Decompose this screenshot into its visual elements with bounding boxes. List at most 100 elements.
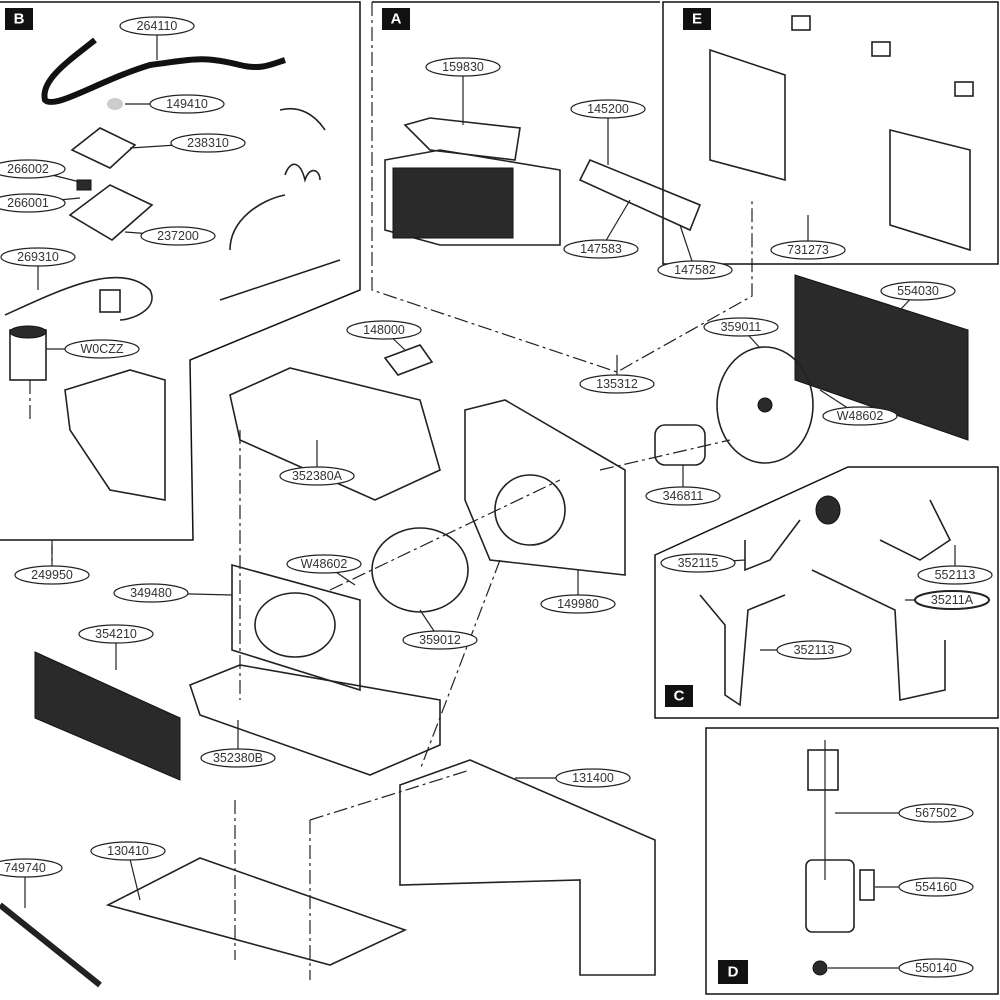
part-number: 147582 [674,263,716,277]
part-label-148000: 148000 [346,320,422,351]
part-label-554160: 554160 [875,877,974,897]
part-number: 145200 [587,102,629,116]
part-label-238310: 238310 [129,133,246,153]
part-number: W48602 [837,409,884,423]
label-oval [645,486,721,506]
part-number: 552113 [935,568,976,582]
section-c-box [654,466,999,719]
condenser-coil [794,274,969,441]
condenser-fan [716,346,814,464]
label-oval [822,406,898,426]
label-oval [78,624,154,644]
part-label-354210: 354210 [78,624,154,670]
part-number: 269310 [17,250,59,264]
part-number: 237200 [157,229,199,243]
label-oval [579,374,655,394]
thermistor [4,276,153,321]
part-label-w48602: W48602 [286,554,362,586]
part-number: 359011 [721,320,762,334]
part-number: 359012 [419,633,461,647]
part-label-269310: 269310 [0,247,76,290]
part-label-266001: 266001 [0,193,81,213]
part-label-147583: 147583 [563,199,639,259]
label-oval [170,133,246,153]
part-number: 352115 [678,556,719,570]
part-number: 554160 [915,880,957,894]
svg-text:C: C [674,688,685,705]
part-label-352380b: 352380B [200,720,276,768]
part-label-149410: 149410 [125,94,225,114]
part-label-130410: 130410 [90,841,166,901]
label-oval [657,260,733,280]
svg-text:B: B [14,11,25,28]
svg-text:A: A [391,11,402,28]
part-number: 352113 [794,643,835,657]
label-oval [898,803,974,823]
part-label-352113: 352113 [760,640,852,660]
part-label-249950: 249950 [14,545,90,585]
label-oval [0,858,63,878]
section-b-box [0,1,361,541]
part-label-147582: 147582 [657,224,733,280]
label-oval [286,554,362,574]
display-window [107,98,123,110]
label-oval [113,583,189,603]
part-label-554030: 554030 [880,281,956,311]
part-number: 135312 [596,377,638,391]
part-label-237200: 237200 [124,226,216,246]
capacitor [9,325,47,381]
part-label-264110: 264110 [119,16,195,60]
label-oval [64,339,140,359]
label-oval [119,16,195,36]
label-oval [0,159,66,179]
part-label-731273: 731273 [770,215,846,260]
wire-harnesses [219,108,341,301]
outer-case [399,759,656,976]
section-tag-e: E [683,8,711,30]
drain-pan [189,664,441,776]
part-label-131400: 131400 [515,768,631,788]
part-number: W0CZZ [80,342,123,356]
part-label-552113: 552113 [917,545,993,585]
part-number: 159830 [442,60,484,74]
side-rail [0,902,102,988]
label-oval [563,239,639,259]
part-label-w48602: W48602 [819,389,898,426]
section-tag-a: A [382,8,410,30]
part-number: 131400 [572,771,614,785]
part-number: 148000 [363,323,405,337]
label-oval [0,193,66,213]
louvers [578,158,702,232]
part-label-567502: 567502 [835,803,974,823]
part-number: 266002 [7,162,49,176]
part-label-266002: 266002 [0,159,81,183]
label-oval [346,320,422,340]
section-tag-c: C [665,685,693,707]
refrigerant-pipes [699,495,952,707]
compressor [805,740,875,976]
part-number: 731273 [787,243,829,257]
part-label-349480: 349480 [113,583,233,603]
label-oval [880,281,956,301]
part-label-346811: 346811 [645,465,721,506]
part-label-352380a: 352380A [279,440,355,486]
part-label-359011: 359011 [703,317,779,349]
fan-motor [654,424,706,466]
part-label-749740: 749740 [0,858,63,908]
label-oval [140,226,216,246]
part-label-149980: 149980 [540,570,616,614]
power-cord [41,37,286,105]
part-label-359012: 359012 [402,609,478,650]
label-oval [425,57,501,77]
shroud [464,399,626,576]
part-number: 249950 [31,568,73,582]
part-number: 238310 [187,136,229,150]
side-curtains [709,15,974,252]
air-guide [229,367,441,501]
label-oval [703,317,779,337]
part-number: 349480 [130,586,172,600]
base-pan [105,857,408,966]
part-number: 567502 [915,806,957,820]
label-oval [90,841,166,861]
